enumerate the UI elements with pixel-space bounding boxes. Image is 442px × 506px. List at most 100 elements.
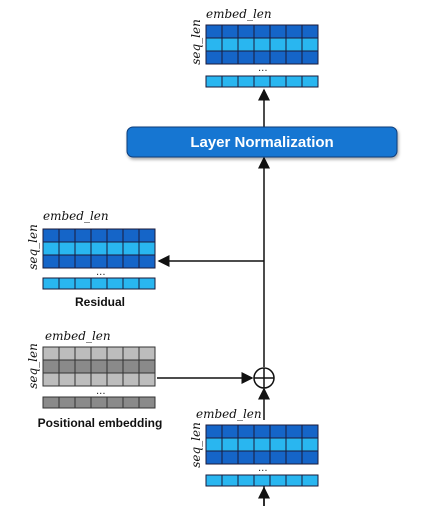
- matrix-cell: [302, 451, 318, 464]
- output-vector-row: [206, 76, 318, 87]
- matrix-cell: [238, 38, 254, 51]
- matrix-cell: [107, 373, 123, 386]
- matrix-cell: [206, 475, 222, 486]
- output-matrix: embed_len seq_len ...: [189, 7, 318, 87]
- matrix-cell: [270, 51, 286, 64]
- matrix-cell: [107, 242, 123, 255]
- matrix-cell: [254, 438, 270, 451]
- output-row-label: seq_len: [189, 19, 203, 65]
- matrix-cell: [91, 373, 107, 386]
- matrix-cell: [286, 51, 302, 64]
- matrix-cell: [123, 397, 139, 408]
- matrix-cell: [139, 397, 155, 408]
- matrix-cell: [302, 438, 318, 451]
- matrix-cell: [123, 360, 139, 373]
- matrix-cell: [222, 438, 238, 451]
- matrix-cell: [206, 425, 222, 438]
- matrix-cell: [222, 425, 238, 438]
- matrix-cell: [254, 425, 270, 438]
- matrix-cell: [270, 38, 286, 51]
- matrix-cell: [286, 475, 302, 486]
- matrix-cell: [270, 438, 286, 451]
- input-ellipsis: ...: [258, 463, 268, 474]
- matrix-cell: [75, 242, 91, 255]
- matrix-cell: [238, 451, 254, 464]
- matrix-cell: [206, 51, 222, 64]
- matrix-cell: [139, 229, 155, 242]
- matrix-cell: [222, 76, 238, 87]
- add-operator-icon: [254, 368, 274, 388]
- matrix-cell: [59, 242, 75, 255]
- matrix-cell: [302, 475, 318, 486]
- matrix-cell: [238, 475, 254, 486]
- residual-vector-row: [43, 278, 155, 289]
- matrix-cell: [59, 278, 75, 289]
- positional-col-label: embed_len: [45, 329, 111, 343]
- matrix-cell: [286, 76, 302, 87]
- residual-col-label: embed_len: [43, 209, 109, 223]
- matrix-cell: [139, 255, 155, 268]
- matrix-cell: [139, 373, 155, 386]
- input-col-label: embed_len: [196, 407, 262, 421]
- matrix-cell: [302, 25, 318, 38]
- matrix-cell: [270, 451, 286, 464]
- residual-ellipsis: ...: [96, 267, 106, 278]
- matrix-cell: [206, 38, 222, 51]
- matrix-cell: [206, 25, 222, 38]
- output-matrix-grid: [206, 25, 318, 64]
- matrix-cell: [75, 360, 91, 373]
- matrix-cell: [75, 229, 91, 242]
- matrix-cell: [222, 451, 238, 464]
- matrix-cell: [59, 397, 75, 408]
- matrix-cell: [107, 255, 123, 268]
- matrix-cell: [270, 475, 286, 486]
- matrix-cell: [59, 347, 75, 360]
- matrix-cell: [206, 438, 222, 451]
- residual-matrix-grid: [43, 229, 155, 268]
- positional-matrix-grid: [43, 347, 155, 386]
- matrix-cell: [91, 229, 107, 242]
- residual-row-label: seq_len: [26, 224, 40, 270]
- matrix-cell: [107, 229, 123, 242]
- matrix-cell: [123, 373, 139, 386]
- matrix-cell: [123, 242, 139, 255]
- matrix-cell: [43, 229, 59, 242]
- matrix-cell: [75, 278, 91, 289]
- matrix-cell: [107, 278, 123, 289]
- matrix-cell: [286, 425, 302, 438]
- matrix-cell: [123, 255, 139, 268]
- matrix-cell: [222, 25, 238, 38]
- output-col-label: embed_len: [206, 7, 272, 21]
- matrix-cell: [123, 347, 139, 360]
- matrix-cell: [286, 438, 302, 451]
- matrix-cell: [254, 475, 270, 486]
- matrix-cell: [91, 242, 107, 255]
- matrix-cell: [43, 373, 59, 386]
- matrix-cell: [43, 255, 59, 268]
- matrix-cell: [43, 397, 59, 408]
- matrix-cell: [238, 51, 254, 64]
- matrix-cell: [59, 360, 75, 373]
- input-matrix-grid: [206, 425, 318, 464]
- matrix-cell: [139, 278, 155, 289]
- matrix-cell: [75, 373, 91, 386]
- matrix-cell: [75, 255, 91, 268]
- matrix-cell: [222, 475, 238, 486]
- matrix-cell: [107, 360, 123, 373]
- matrix-cell: [254, 76, 270, 87]
- matrix-cell: [254, 38, 270, 51]
- matrix-cell: [139, 347, 155, 360]
- matrix-cell: [270, 25, 286, 38]
- matrix-cell: [254, 25, 270, 38]
- positional-matrix: embed_len seq_len ... Positional embeddi…: [26, 329, 162, 430]
- positional-ellipsis: ...: [96, 386, 106, 397]
- matrix-cell: [123, 278, 139, 289]
- matrix-cell: [75, 397, 91, 408]
- matrix-cell: [222, 51, 238, 64]
- matrix-cell: [75, 347, 91, 360]
- matrix-cell: [238, 425, 254, 438]
- matrix-cell: [107, 397, 123, 408]
- matrix-cell: [59, 255, 75, 268]
- residual-caption: Residual: [75, 295, 125, 309]
- positional-row-label: seq_len: [26, 343, 40, 389]
